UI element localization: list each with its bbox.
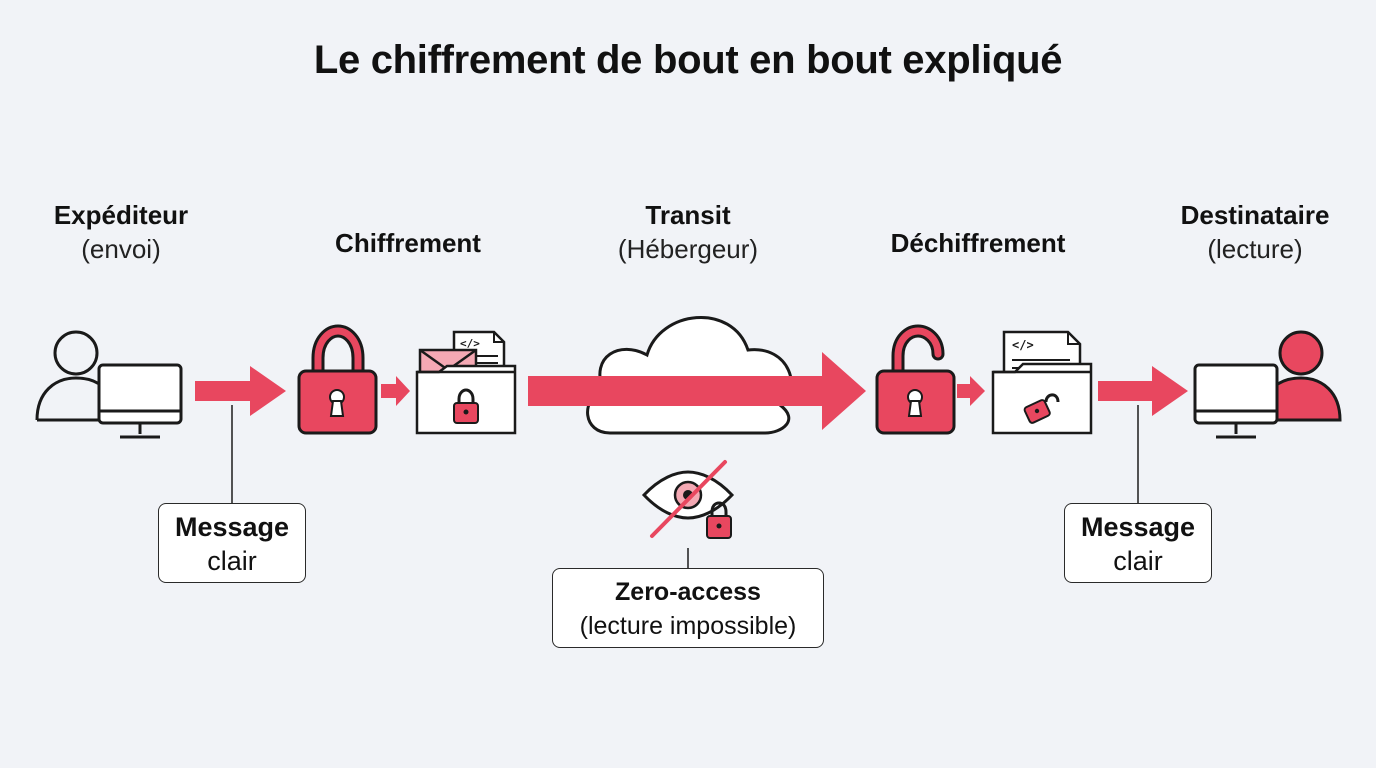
stage-label-decryption: Déchiffrement	[868, 226, 1088, 260]
stage-label-encryption: Chiffrement	[308, 226, 508, 260]
callout-subtitle: clair	[1113, 546, 1163, 576]
padlock-closed-icon	[297, 324, 378, 435]
user-icon	[35, 330, 108, 422]
callout-title: Zero-access	[615, 578, 761, 606]
stage-subtitle: (lecture)	[1207, 234, 1303, 264]
stage-label-transit: Transit (Hébergeur)	[588, 198, 788, 266]
broken-lock-icon	[1023, 393, 1060, 424]
svg-text:</>: </>	[460, 337, 480, 350]
svg-text:</>: </>	[1012, 338, 1034, 352]
diagram-title: Le chiffrement de bout en bout expliqué	[313, 38, 1063, 82]
cloud-icon	[586, 316, 793, 435]
stage-title: Déchiffrement	[890, 228, 1066, 258]
callout-message-clear-right: Message clair	[1064, 503, 1212, 583]
padlock-open-icon	[875, 324, 956, 435]
flow-arrow	[957, 376, 985, 406]
flow-arrow	[195, 366, 286, 416]
stage-label-recipient: Destinataire (lecture)	[1150, 198, 1360, 266]
flow-arrow	[1098, 366, 1188, 416]
callout-zero-access: Zero-access (lecture impossible)	[552, 568, 824, 648]
callout-message-clear-left: Message clair	[158, 503, 306, 583]
flow-arrow	[381, 376, 410, 406]
folder-icon	[415, 364, 517, 435]
stage-subtitle: (Hébergeur)	[617, 234, 759, 264]
stage-label-sender: Expéditeur (envoi)	[20, 198, 222, 266]
folder-icon	[991, 362, 1093, 435]
stage-title: Expéditeur	[53, 200, 189, 230]
user-icon	[1269, 330, 1342, 422]
monitor-icon	[1193, 363, 1279, 439]
stage-subtitle: (envoi)	[81, 234, 161, 264]
callout-subtitle: (lecture impossible)	[579, 612, 797, 640]
stage-title: Transit	[645, 200, 731, 230]
monitor-icon	[97, 363, 183, 439]
stage-title: Chiffrement	[335, 228, 481, 258]
small-padlock-icon	[453, 388, 479, 424]
stage-title: Destinataire	[1180, 200, 1330, 230]
callout-title: Message	[174, 512, 290, 542]
callout-title: Message	[1080, 512, 1196, 542]
transit-arrow	[528, 352, 866, 430]
crossed-eye-icon	[641, 460, 735, 538]
small-padlock-icon	[706, 501, 732, 539]
callout-subtitle: clair	[207, 546, 257, 576]
